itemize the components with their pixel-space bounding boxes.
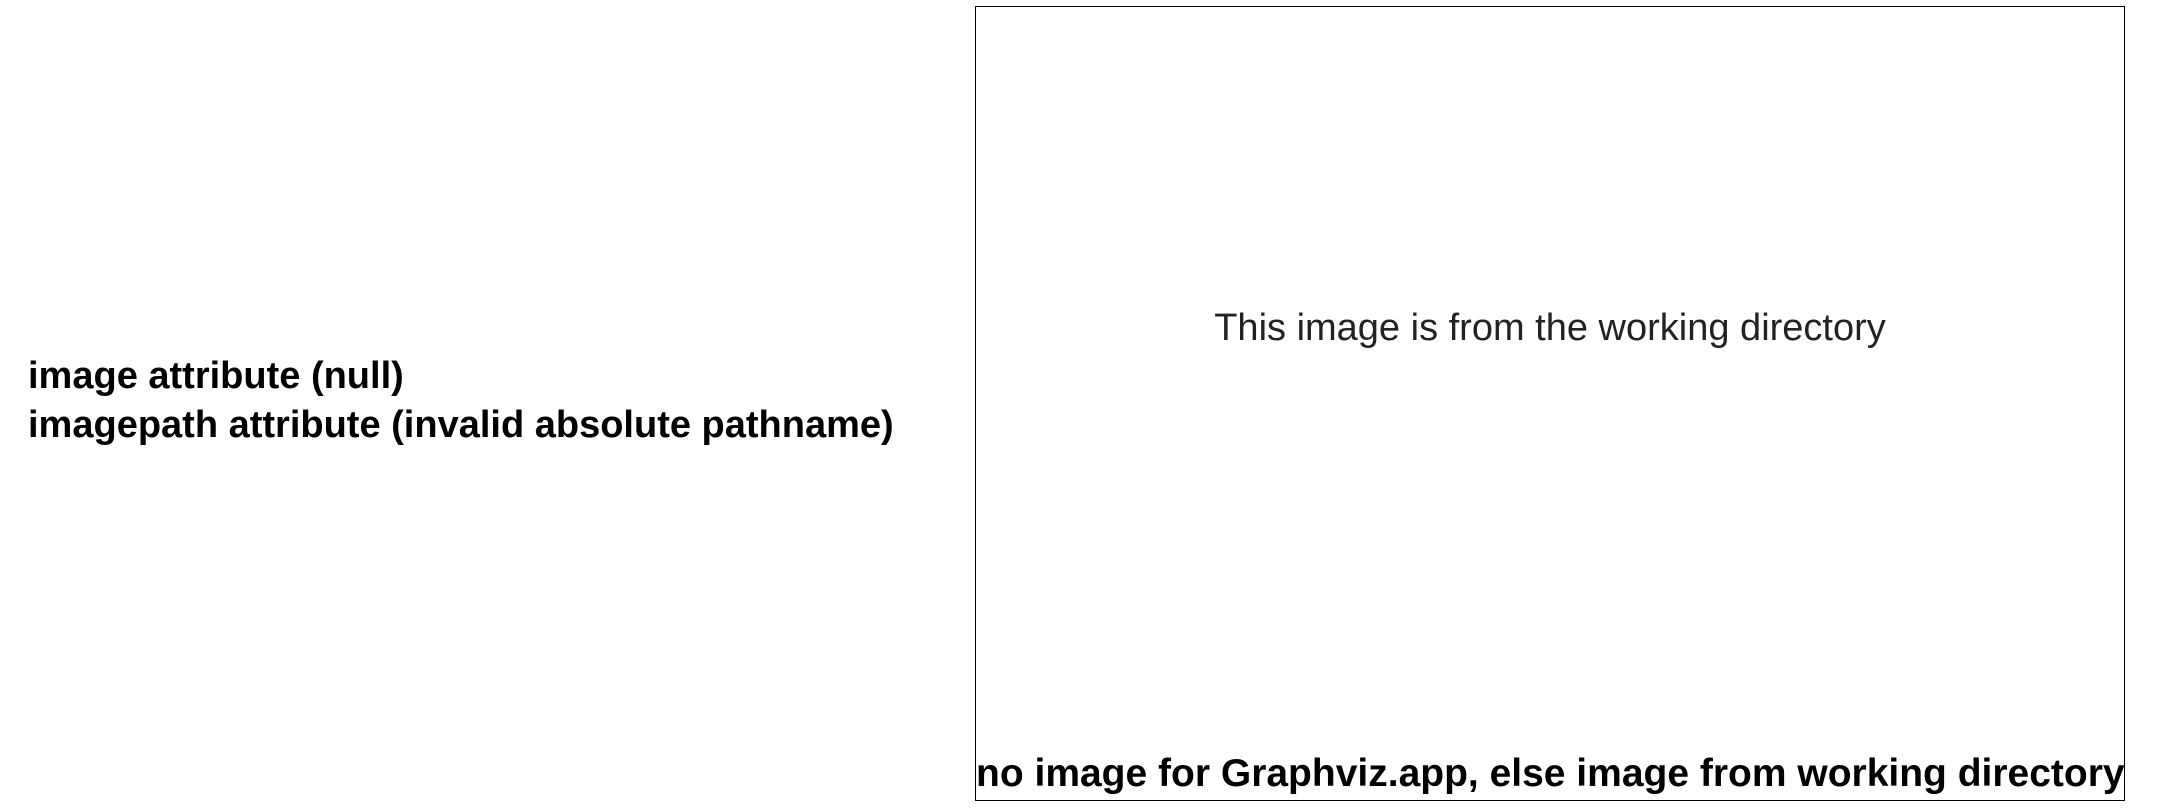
image-node: This image is from the working directory… (975, 6, 2125, 801)
image-node-caption: no image for Graphviz.app, else image fr… (976, 752, 2125, 795)
imagepath-attribute-label: imagepath attribute (invalid absolute pa… (28, 404, 894, 446)
embedded-image-text: This image is from the working directory (1214, 307, 1886, 349)
image-attribute-label: image attribute (null) (28, 355, 404, 397)
graph-label: image attribute (null) imagepath attribu… (28, 352, 894, 450)
